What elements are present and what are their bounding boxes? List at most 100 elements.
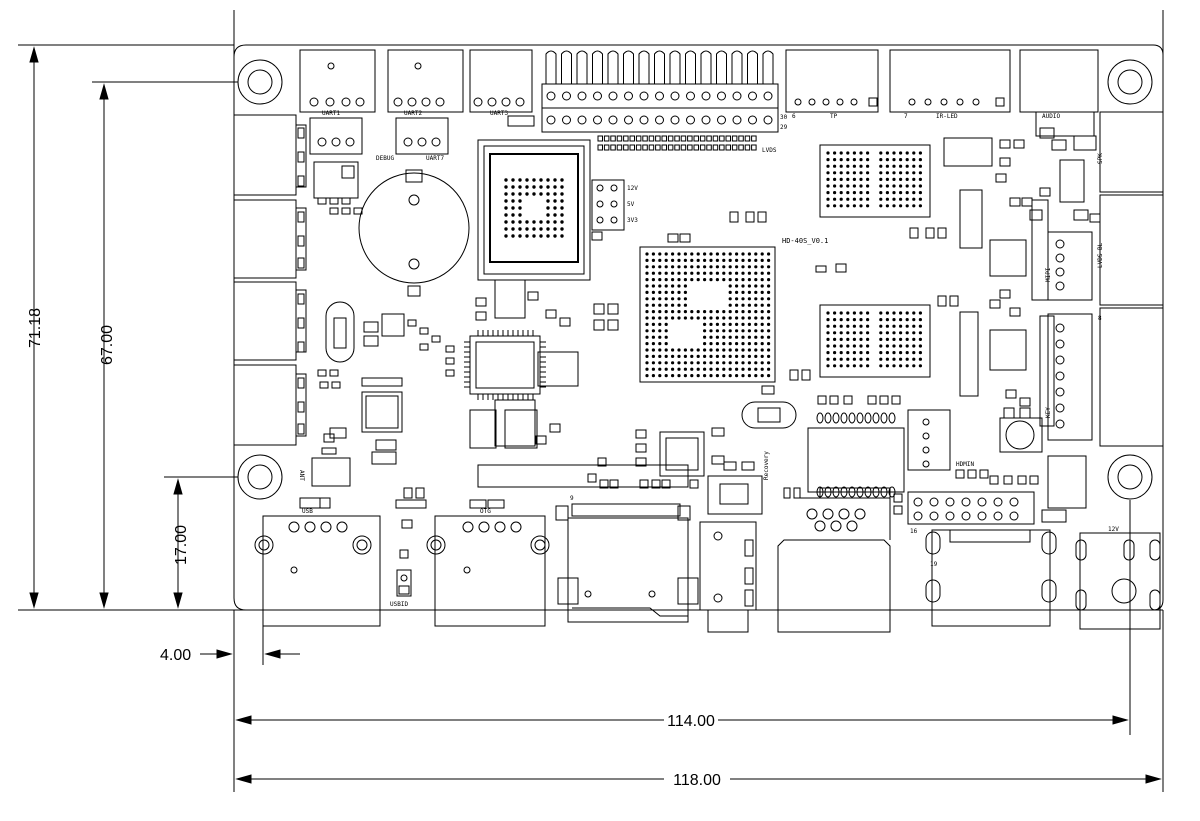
ddr-ball (839, 351, 843, 355)
cpu-ball (754, 348, 758, 352)
smd-part (319, 497, 331, 509)
cpu-ball (754, 329, 758, 333)
silkscreen-labels: UART1 UART2 UART3 DEBUG UART7 LVDS TP IR… (298, 110, 1119, 608)
cpu-ball (696, 310, 700, 314)
smd-part (299, 497, 321, 509)
cpu-ball (760, 252, 764, 256)
smd-part (937, 295, 947, 307)
cpu-ball (715, 278, 720, 282)
soc-ball (511, 185, 515, 189)
cpu-ball (741, 252, 745, 256)
tp-connector (785, 49, 879, 113)
cpu-ball (715, 265, 720, 269)
ddr-ball (826, 337, 830, 341)
cpu-ball (728, 252, 732, 256)
lvds-finger (654, 50, 665, 84)
cpu-ball (664, 297, 668, 301)
ddr-ball (846, 197, 850, 201)
cpu-ball (651, 258, 656, 262)
ddr-ball (859, 311, 863, 315)
ddr-ball (918, 324, 923, 328)
cpu-ball (760, 361, 764, 365)
cpu-ball (735, 271, 739, 275)
lvds-pad (725, 135, 731, 142)
ddr-ball (892, 324, 896, 328)
cpu-ball (703, 361, 707, 365)
ddr-ball (892, 318, 896, 322)
ddr-ball (846, 191, 850, 195)
cpu-ball (709, 310, 713, 314)
lvds-pin (763, 91, 773, 101)
cpu-ball (722, 310, 726, 314)
ddr-ball (866, 151, 870, 155)
smd-part (407, 319, 417, 327)
cpu-ball (651, 310, 656, 314)
cpu-ball (767, 342, 771, 346)
wifi-pin (872, 412, 880, 424)
qfn-chip-a (361, 391, 403, 433)
cpu-ball (671, 374, 675, 378)
smd-part (879, 395, 889, 405)
smd-part (925, 227, 935, 239)
ddr-ball (866, 364, 870, 368)
smd-part (317, 369, 327, 377)
cpu-ball (747, 271, 752, 275)
soc-ball (518, 213, 522, 217)
ddr-ball (833, 344, 837, 348)
ddr-ball (905, 351, 909, 355)
lvds-pad (725, 144, 731, 151)
cpu-ball (754, 303, 758, 307)
cpu-ball (645, 290, 649, 294)
smd-part (593, 319, 605, 331)
ddr-ball (912, 344, 916, 348)
gpio-pins-bottom (806, 487, 891, 532)
cpu-ball (651, 316, 656, 320)
ddr-ball (826, 184, 830, 188)
lvds-pad (648, 144, 655, 151)
ddr-ball (846, 151, 850, 155)
soc-ball (518, 192, 522, 196)
left-connector-1 (233, 114, 307, 196)
ddr-ball (859, 164, 863, 168)
soc-ball (532, 234, 536, 238)
cpu-ball (747, 297, 752, 301)
soc-ball (560, 220, 564, 224)
ddr-ball (839, 324, 843, 328)
ddr-ball (839, 318, 843, 322)
cpu-ball (747, 303, 752, 307)
ddr-ball (912, 164, 916, 168)
smd-part (635, 443, 647, 453)
ddr-ball (899, 191, 903, 195)
soc-ball (532, 185, 536, 189)
ddr-ball (826, 164, 830, 168)
cpu-ball (651, 265, 656, 269)
cpu-ball (658, 271, 662, 275)
cpu-ball (703, 374, 707, 378)
lvds-finger (685, 50, 696, 84)
cpu-ball (715, 361, 720, 365)
ddr-ball (839, 197, 843, 201)
ddr-ball (859, 344, 863, 348)
cpu-ball (709, 265, 713, 269)
smd-part (745, 211, 755, 223)
cpu-ball (677, 348, 681, 352)
ddr-ball (918, 364, 923, 368)
cpu-ball (741, 258, 745, 262)
smd-part (999, 157, 1011, 167)
soc-ball (553, 213, 557, 217)
cpu-ball (683, 361, 688, 365)
wifi-pin (824, 486, 832, 498)
wifi-pin (864, 486, 872, 498)
ddr-ball (918, 331, 923, 335)
ddr-ball (866, 197, 870, 201)
cpu-ball (677, 265, 681, 269)
smd-part (331, 381, 341, 389)
fpc-strip (477, 464, 689, 517)
cpu-ball (703, 265, 707, 269)
lvds-pin (577, 91, 587, 101)
lvds-pad (597, 144, 603, 151)
cpu-ball (696, 265, 700, 269)
smd-part (635, 457, 647, 467)
cpu-ball (645, 316, 649, 320)
lvds-pad (635, 135, 642, 142)
